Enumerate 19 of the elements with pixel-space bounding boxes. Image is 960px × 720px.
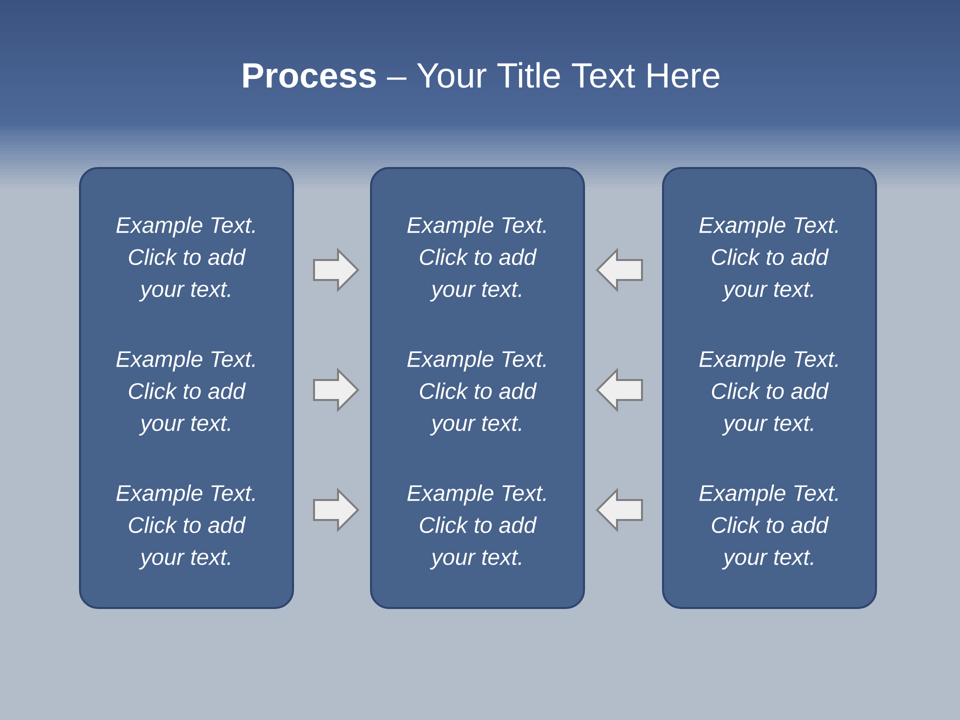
block-arrow bbox=[313, 488, 360, 532]
process-box bbox=[79, 167, 294, 609]
block-arrow bbox=[313, 248, 360, 292]
body-text: Example Text. Click to add your text. bbox=[116, 350, 255, 436]
slide-title: Process – Your Title Text Here bbox=[243, 62, 720, 88]
body-text: Example Text. Click to add your text. bbox=[699, 484, 838, 570]
block-arrow bbox=[596, 368, 643, 412]
body-text: Example Text. Click to add your text. bbox=[407, 216, 546, 302]
body-text: Example Text. Click to add your text. bbox=[407, 350, 546, 436]
block-arrow bbox=[313, 368, 360, 412]
block-arrow bbox=[596, 488, 643, 532]
body-text: Example Text. Click to add your text. bbox=[699, 350, 838, 436]
body-text: Example Text. Click to add your text. bbox=[407, 484, 546, 570]
process-box bbox=[370, 167, 585, 609]
body-text: Example Text. Click to add your text. bbox=[116, 484, 255, 570]
body-text: Example Text. Click to add your text. bbox=[116, 216, 255, 302]
process-box bbox=[662, 167, 878, 609]
block-arrow bbox=[596, 248, 643, 292]
body-text: Example Text. Click to add your text. bbox=[699, 216, 838, 302]
